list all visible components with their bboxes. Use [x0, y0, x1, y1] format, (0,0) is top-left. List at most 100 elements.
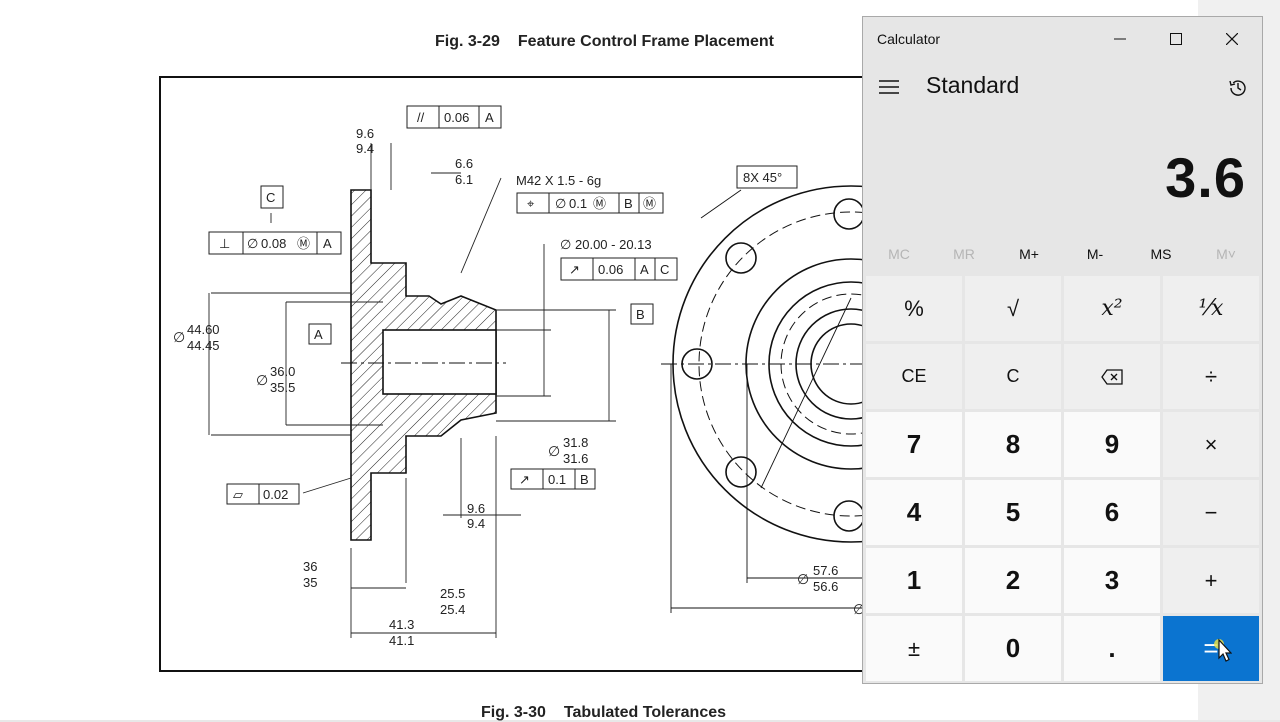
- fcf-perp-dia: ∅: [247, 236, 258, 251]
- label-25-4: 25.4: [440, 602, 465, 617]
- flatness-symbol: ▱: [233, 487, 243, 502]
- close-button[interactable]: [1204, 17, 1260, 61]
- label-25-5: 25.5: [440, 586, 465, 601]
- square-root-button[interactable]: √: [965, 276, 1061, 341]
- divide-button[interactable]: ÷: [1163, 344, 1259, 409]
- datum-c-label: C: [266, 190, 275, 205]
- percent-button[interactable]: %: [866, 276, 962, 341]
- reciprocal-button[interactable]: ⅟x: [1163, 276, 1259, 341]
- drawing-svg: 9.6 9.4 // 0.06 A 6.6 6.1 M42 X 1.5 - 6g…: [173, 105, 887, 648]
- hamburger-icon: [879, 80, 899, 94]
- negate-button[interactable]: ±: [866, 616, 962, 681]
- clear-entry-button[interactable]: CE: [866, 344, 962, 409]
- maximize-icon: [1170, 33, 1182, 45]
- digit-0-button[interactable]: 0: [965, 616, 1061, 681]
- history-button[interactable]: [1221, 71, 1255, 105]
- subtract-button[interactable]: −: [1163, 480, 1259, 545]
- backspace-icon: [1101, 368, 1123, 385]
- dia-4445: 44.45: [187, 338, 220, 353]
- dia-4460: 44.60: [187, 322, 220, 337]
- memory-subtract-button[interactable]: M-: [1086, 246, 1104, 262]
- multiply-button[interactable]: ×: [1163, 412, 1259, 477]
- memory-store-button[interactable]: MS: [1150, 246, 1172, 262]
- app-title: Calculator: [877, 31, 941, 47]
- fcf-perp-mod: Ⓜ: [297, 236, 310, 251]
- fcf-runout2-value: 0.1: [548, 472, 566, 487]
- fcf-runout-symbol: ↗: [569, 262, 580, 277]
- memory-add-button[interactable]: M+: [1019, 246, 1039, 262]
- digit-2-button[interactable]: 2: [965, 548, 1061, 613]
- decimal-button[interactable]: .: [1064, 616, 1160, 681]
- end-view: [661, 185, 887, 613]
- square-button[interactable]: x²: [1064, 276, 1160, 341]
- add-button[interactable]: +: [1163, 548, 1259, 613]
- fcf-position-datum: B: [624, 196, 633, 211]
- history-icon: [1229, 80, 1246, 96]
- label-9-4-bottom: 9.4: [467, 516, 485, 531]
- fcf-position-mod: Ⓜ: [593, 196, 606, 211]
- digit-1-button[interactable]: 1: [866, 548, 962, 613]
- digit-9-button[interactable]: 9: [1064, 412, 1160, 477]
- dia-318: 31.8: [563, 435, 588, 450]
- label-6-6: 6.6: [455, 156, 473, 171]
- fcf-perp-symbol: ⊥: [219, 236, 230, 251]
- memory-list-button[interactable]: M˅: [1216, 246, 1236, 262]
- digit-5-button[interactable]: 5: [965, 480, 1061, 545]
- label-41-3: 41.3: [389, 617, 414, 632]
- digit-7-button[interactable]: 7: [866, 412, 962, 477]
- label-6-1: 6.1: [455, 172, 473, 187]
- calculator-window[interactable]: Calculator Standard 3. 6: [862, 16, 1263, 684]
- thread-callout: M42 X 1.5 - 6g: [516, 173, 601, 188]
- close-icon: [1226, 33, 1238, 45]
- label-9-6-bottom: 9.6: [467, 501, 485, 516]
- dia-360: 36.0: [270, 364, 295, 379]
- dia-576: 57.6: [813, 563, 838, 578]
- backspace-button[interactable]: [1064, 344, 1160, 409]
- dia-566: 56.6: [813, 579, 838, 594]
- digit-8-button[interactable]: 8: [965, 412, 1061, 477]
- clear-button[interactable]: C: [965, 344, 1061, 409]
- fcf-position-dia: ∅: [555, 196, 566, 211]
- fcf-position-symbol: ⌖: [527, 196, 535, 211]
- dia-4460-sym: ∅: [173, 329, 185, 345]
- dia-20-sym: ∅: [560, 237, 571, 252]
- title-bar[interactable]: Calculator: [863, 17, 1262, 61]
- fcf-perp-datum: A: [323, 236, 332, 251]
- label-9-4-top: 9.4: [356, 141, 374, 156]
- label-41-1: 41.1: [389, 633, 414, 648]
- fcf-parallel-datum: A: [485, 110, 494, 125]
- navigation-menu-button[interactable]: [873, 71, 905, 103]
- dia-576-sym: ∅: [797, 571, 809, 587]
- fcf-runout-datum-c: C: [660, 262, 669, 277]
- fcf-position-datum-mod: Ⓜ: [643, 196, 656, 211]
- drawing-annotations: 9.6 9.4 // 0.06 A 6.6 6.1 M42 X 1.5 - 6g…: [173, 110, 865, 648]
- digit-6-button[interactable]: 6: [1064, 480, 1160, 545]
- fcf-runout-value: 0.06: [598, 262, 623, 277]
- feature-control-frames: [208, 105, 798, 505]
- mode-header: Standard: [863, 61, 1262, 111]
- chamfer-callout: 8X 45°: [743, 170, 782, 185]
- fcf-perp-value: 0.08: [261, 236, 286, 251]
- maximize-button[interactable]: [1148, 17, 1204, 61]
- digit-4-button[interactable]: 4: [866, 480, 962, 545]
- dia-316: 31.6: [563, 451, 588, 466]
- digit-3-button[interactable]: 3: [1064, 548, 1160, 613]
- memory-row: MC MR M+ M- MS M˅: [863, 239, 1262, 269]
- memory-clear-button[interactable]: MC: [888, 246, 910, 262]
- mode-title: Standard: [926, 72, 1020, 98]
- label-35: 35: [303, 575, 317, 590]
- dimension-lines: [208, 143, 616, 638]
- fcf-runout-datum-a: A: [640, 262, 649, 277]
- memory-recall-button[interactable]: MR: [953, 246, 975, 262]
- label-36: 36: [303, 559, 317, 574]
- fcf-position-value: 0.1: [569, 196, 587, 211]
- keypad: % √ x² ⅟x CE C ÷ 7 8 9 × 4 5 6 − 1 2 3 +…: [866, 276, 1259, 681]
- fcf-runout2-symbol: ↗: [519, 472, 530, 487]
- label-9-6-top: 9.6: [356, 126, 374, 141]
- dia-360-sym: ∅: [256, 372, 268, 388]
- equals-button[interactable]: =: [1163, 616, 1259, 681]
- dia-355: 35.5: [270, 380, 295, 395]
- dia-20-value: 20.00 - 20.13: [575, 237, 652, 252]
- minimize-button[interactable]: [1092, 17, 1148, 61]
